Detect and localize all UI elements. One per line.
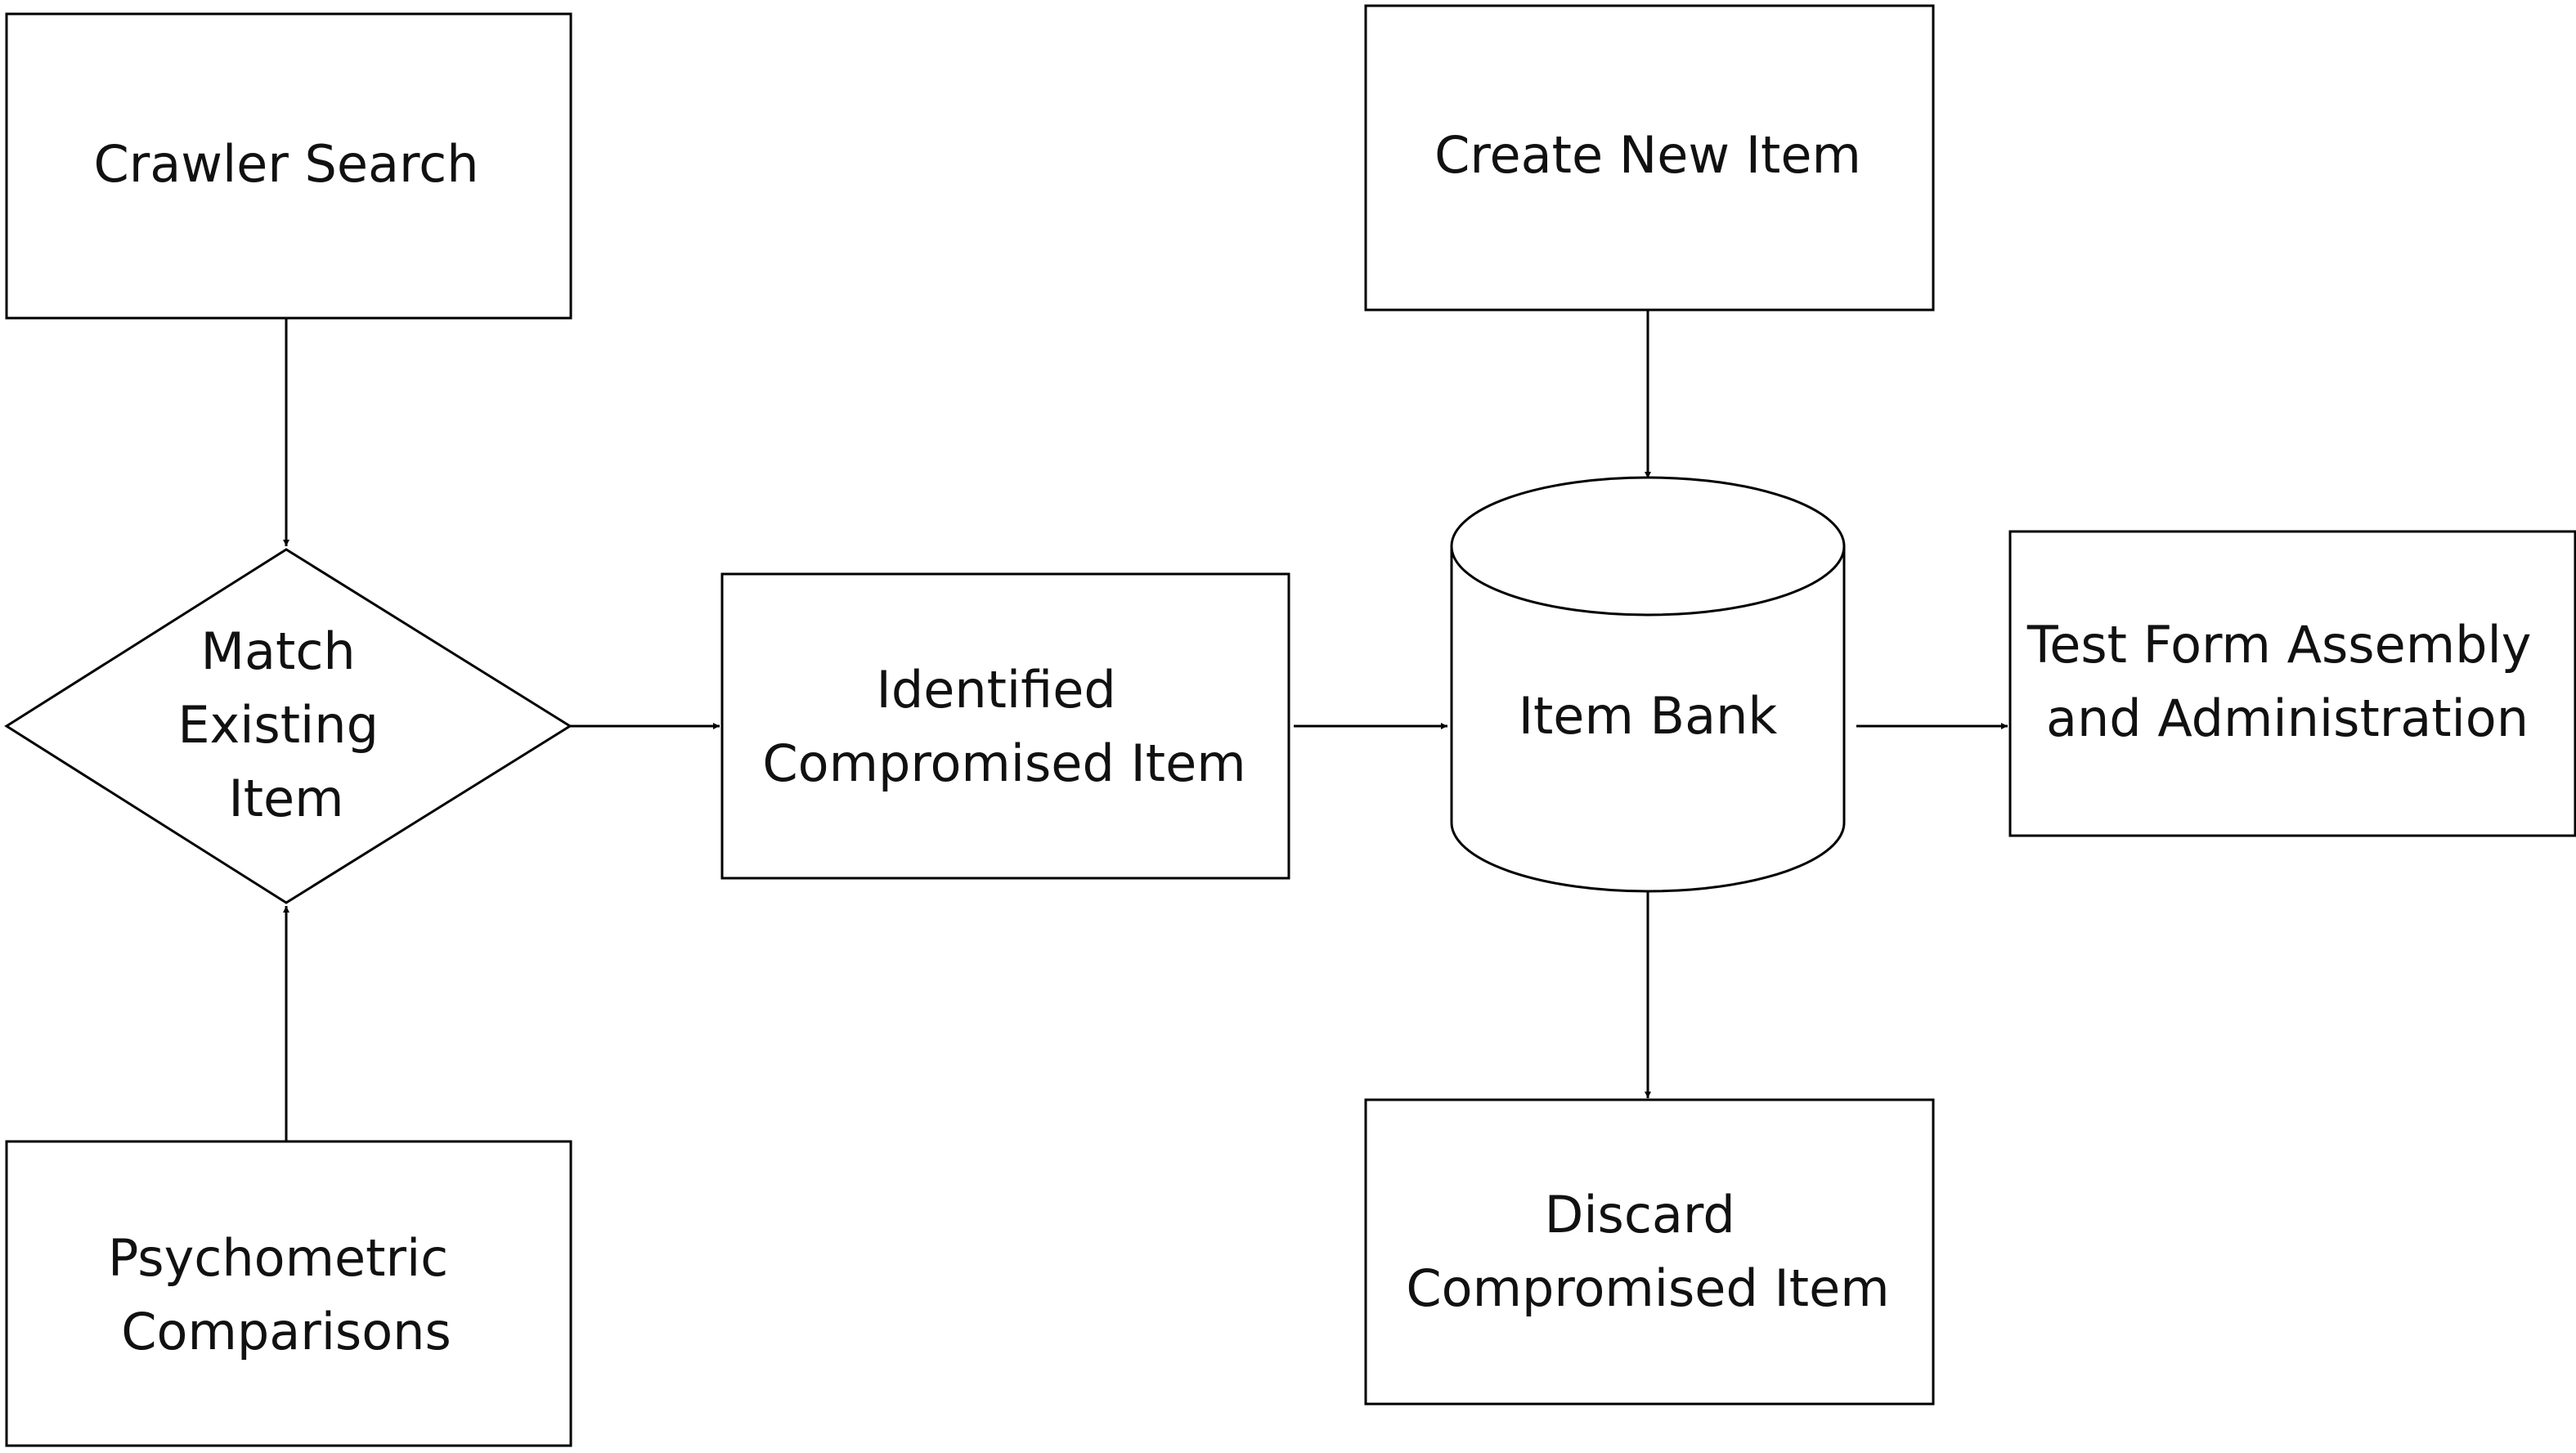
identified-compromised-item-label-line2: Compromised Item [762,733,1245,793]
identified-compromised-item-box [720,572,1290,880]
match-existing-item-label-line1: Match [201,621,356,681]
node-test-form-assembly: Test Form Assembly and Administration [2008,530,2576,837]
test-form-assembly-label-line2: and Administration [2046,688,2529,748]
svg-text:Psychometric Comparisons: Psychometric Comparisons [108,1228,464,1361]
discard-compromised-item-box [1364,1098,1935,1406]
discard-compromised-item-label-line1: Discard [1545,1185,1735,1244]
crawler-search-box [5,12,572,320]
svg-text:Test Form Assembly and A: Test Form Assembly and Administration [2026,615,2547,748]
svg-text:Create New Item: Create New Item [1434,125,1861,185]
psychometric-comparisons-label-line2: Comparisons [121,1302,451,1361]
item-bank-label: Item Bank [1519,686,1778,746]
test-form-assembly-box [2008,530,2576,837]
match-existing-item-label-line3: Item [228,769,343,828]
item-bank-cylinder-body [1450,545,1846,893]
edges [283,311,2008,1141]
node-item-bank: Item Bank [1450,476,1846,893]
psychometric-comparisons-label-line1: Psychometric [108,1228,448,1288]
svg-text:Item Bank: Item Bank [1519,686,1778,746]
create-new-item-box [1364,4,1935,312]
discard-compromised-item-label-line2: Compromised Item [1406,1258,1889,1318]
create-new-item-label: Create New Item [1434,125,1861,185]
svg-text:Discard Compromised Item: Discard Compromised Item [1406,1185,1889,1318]
svg-text:Identified Compromised I: Identified Compromised Item [762,660,1245,793]
node-discard-compromised-item: Discard Compromised Item [1364,1098,1935,1406]
node-psychometric-comparisons: Psychometric Comparisons [5,1140,572,1447]
node-create-new-item: Create New Item [1364,4,1935,312]
node-match-existing-item: Match Existing Item [4,548,572,904]
identified-compromised-item-label-line1: Identified [877,660,1116,720]
psychometric-comparisons-box [5,1140,572,1447]
node-identified-compromised-item: Identified Compromised Item [720,572,1290,880]
node-crawler-search: Crawler Search [5,12,572,320]
svg-text:Match Existing Ite: Match Existing Item [177,621,394,828]
match-existing-item-label-line2: Existing [177,695,379,755]
test-form-assembly-label-line1: Test Form Assembly [2026,615,2532,675]
crawler-search-label: Crawler Search [93,134,478,194]
match-existing-item-diamond [4,548,572,904]
svg-text:Crawler Search: Crawler Search [93,134,478,194]
item-bank-cylinder-top [1450,476,1846,617]
